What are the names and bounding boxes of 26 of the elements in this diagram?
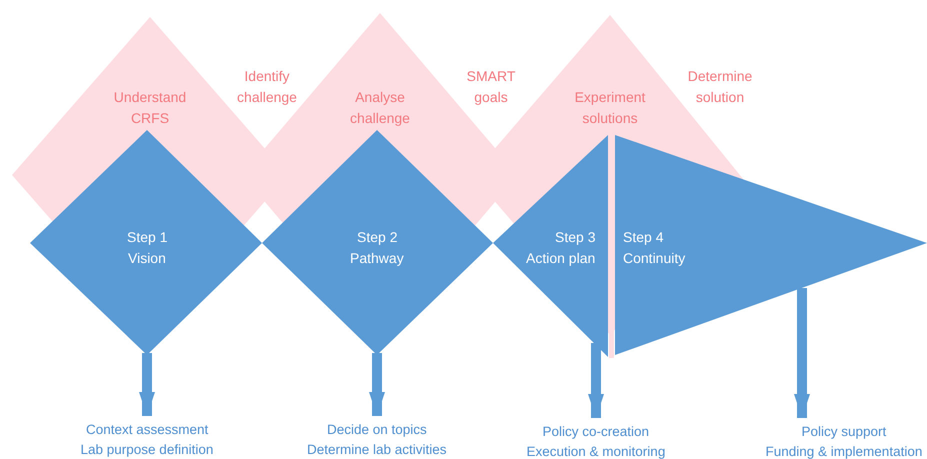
phase-label: Experiment solutions (574, 88, 646, 128)
step-label: Step 2 (357, 228, 398, 247)
outcome-text: Determine lab activities (307, 441, 447, 459)
phase-label: Analyse challenge (349, 88, 411, 128)
down-arrow (139, 353, 155, 416)
step-label: Vision (128, 249, 166, 268)
step-label: Step 1 (127, 228, 168, 247)
phase-label: Understand CRFS (112, 88, 188, 128)
phase-label: Determine solution (686, 67, 754, 107)
down-arrow (794, 288, 810, 418)
down-arrow (588, 343, 604, 418)
outcome-text: Funding & implementation (766, 443, 922, 459)
step-label: Step 4 (623, 228, 664, 247)
step-label: Action plan (526, 249, 596, 268)
phase-label: SMART goals (466, 67, 516, 107)
outcome-text: Context assessment (86, 421, 208, 439)
phase-label: Identify challenge (236, 67, 298, 107)
down-arrow (369, 353, 385, 416)
outcome-text: Decide on topics (327, 421, 427, 439)
outcome-text: Policy co-creation (542, 423, 650, 441)
step-label: Step 3 (555, 228, 596, 247)
outcome-text: Execution & monitoring (526, 443, 666, 459)
step-label: Pathway (350, 249, 404, 268)
outcome-text: Lab purpose definition (80, 441, 214, 459)
outcome-text: Policy support (802, 423, 886, 441)
step-label: Continuity (623, 249, 686, 268)
